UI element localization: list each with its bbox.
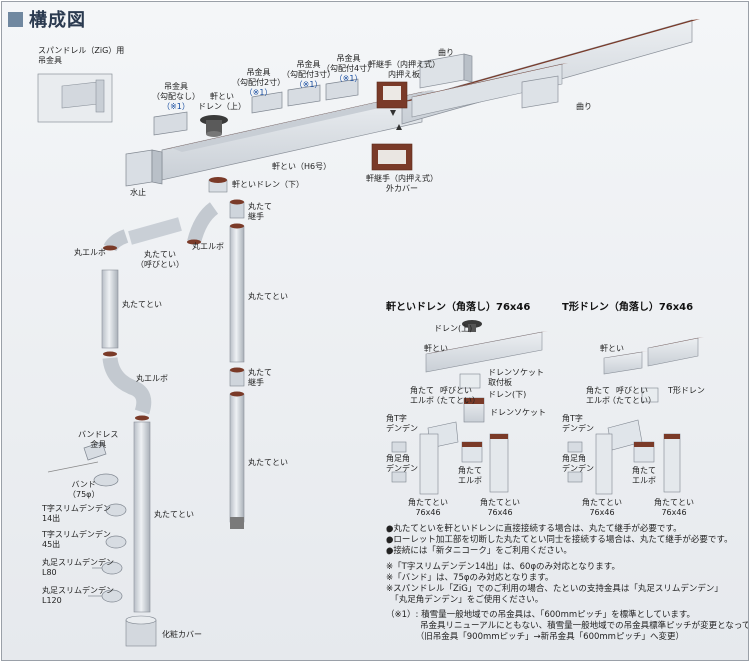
inner-joint-part [376, 81, 408, 116]
label-sl-foot-den: 角足角デンデン [386, 454, 418, 473]
label-pipe-4: 丸たてとい [154, 510, 194, 519]
label-outer-cover: 軒継手（内押え式）外カバー [366, 174, 438, 193]
label-hanger-none: 吊金具（勾配なし）（※1） [152, 82, 200, 111]
label-inner-joint: 軒継手（内押え式）内押え板 [368, 60, 440, 79]
label-sr-foot-den: 角足角デンデン [562, 454, 594, 473]
label-sl-socket: ドレンソケット [490, 408, 546, 417]
title-bar: 構成図 [8, 6, 86, 32]
note-6: ※スパンドレル「ZiG」でのご利用の場合、たといの支持金具は「丸足スリムデンデン… [386, 584, 723, 594]
label-drain-up: 軒といドレン（上） [198, 92, 246, 111]
label-drain-down: 軒といドレン（下） [232, 180, 304, 189]
title-square-icon [8, 11, 23, 27]
section-right-title: T形ドレン（角落し）76x46 [562, 302, 694, 313]
drain-up-part [200, 115, 228, 137]
pipe-right-part [229, 223, 245, 529]
label-sr-sq-elbow2: 角たてエルボ [632, 466, 656, 485]
note-7: 「丸足角デンデン」をご使用ください。 [386, 595, 544, 605]
label-hanger-4: 吊金具（勾配付4寸）（※1） [322, 54, 376, 83]
note-8: （※1）: 積雪量一般地域での吊金具は、「600mmピッチ」を標準としています。 [386, 610, 696, 620]
fitting-parts [47, 441, 127, 603]
label-joint-b: 丸たて継手 [248, 368, 272, 387]
hanger-parts [153, 78, 359, 136]
label-sr-gutter: 軒とい [600, 344, 624, 353]
label-sl-yobi: 呼びとい（たてとい） [432, 386, 480, 405]
label-elbow-2: 丸エルボ [192, 242, 224, 251]
label-sr-sq-elbow: 角たてエルボ [586, 386, 610, 405]
label-bandless: バンドレス金具 [78, 430, 119, 449]
label-hanger-3: 吊金具（勾配付3寸）（※1） [282, 60, 336, 89]
label-pipe-1: 丸たてとい [122, 300, 162, 309]
note-1: ●丸たてといを軒といドレンに直接接続する場合は、丸たて継手が必要です。 [386, 524, 682, 534]
cosmetic-cover-part [125, 615, 157, 647]
label-spandrel-zig: スパンドレル（ZiG）用吊金具 [38, 46, 125, 65]
drain-down-part [208, 177, 245, 219]
label-bend-1: 曲り [438, 48, 454, 57]
note-3: ●接続には「新タニコーク」をご利用ください。 [386, 546, 572, 556]
note-bullet-icons [386, 527, 392, 555]
label-yobi: 丸たてい（呼びとい） [136, 250, 184, 269]
note-2: ●ローレット加工部を切断した丸たてとい同士を接続する場合は、丸たて継手が必要です… [386, 535, 733, 545]
note-10: （旧吊金具「900mmピッチ」→新吊金具「600mmピッチ」へ変更） [386, 632, 684, 642]
bend-parts [419, 53, 564, 109]
label-water-stop: 水止 [130, 188, 146, 197]
page-title: 構成図 [29, 10, 86, 31]
outer-cover-part [371, 124, 413, 171]
label-pipe-2: 丸たてとい [248, 292, 288, 301]
label-gutter-h6: 軒とい（H6号） [272, 162, 332, 171]
label-sl-sq-elbow: 角たてエルボ [410, 386, 434, 405]
label-sr-yobi: 呼びとい（たてとい） [608, 386, 656, 405]
note-5: ※「バンド」は、75φのみ対応となります。 [386, 573, 554, 583]
label-sl-t-den: 角T字デンデン [386, 414, 418, 433]
label-sl-gutter: 軒とい [424, 344, 448, 353]
pipe-left-part [101, 269, 152, 613]
label-sl-sq-elbow2: 角たてエルボ [458, 466, 482, 485]
label-sl-drain-bottom: ドレン(下) [488, 390, 527, 399]
note-4: ※「T字スリムデンデン14出」は、60φのみ対応となります。 [386, 562, 620, 572]
section-left-title: 軒といドレン（角落し）76x46 [386, 302, 531, 313]
label-joint-a: 丸たて継手 [248, 202, 272, 221]
label-band: バンド（75φ） [68, 480, 100, 499]
elbow-yobi-part [103, 202, 219, 252]
section-left-parts [391, 320, 548, 495]
label-hanger-2: 吊金具（勾配付2寸）（※1） [232, 68, 286, 97]
note-9: 吊金具リニューアルにともない、積雪量一般地域での吊金具標準ピッチが変更となってお… [420, 621, 748, 631]
label-elbow-1: 丸エルボ [74, 248, 106, 257]
label-sl-socket-fix: ドレンソケット取付板 [488, 368, 544, 387]
label-elbow-3: 丸エルボ [136, 374, 168, 383]
label-cosmetic-cover: 化粧カバー [162, 630, 202, 639]
water-stop-part [125, 149, 163, 187]
label-pipe-3: 丸たてとい [248, 458, 288, 467]
label-sl-drain-top: ドレン(上) [434, 324, 473, 333]
label-sr-t-den: 角T字デンデン [562, 414, 594, 433]
section-right-parts [567, 337, 704, 495]
label-sr-t-drain: T形ドレン [668, 386, 705, 395]
gutter-h6-right2 [411, 63, 568, 118]
spandrel-hanger-part [37, 73, 113, 123]
label-bend-2: 曲り [576, 102, 592, 111]
